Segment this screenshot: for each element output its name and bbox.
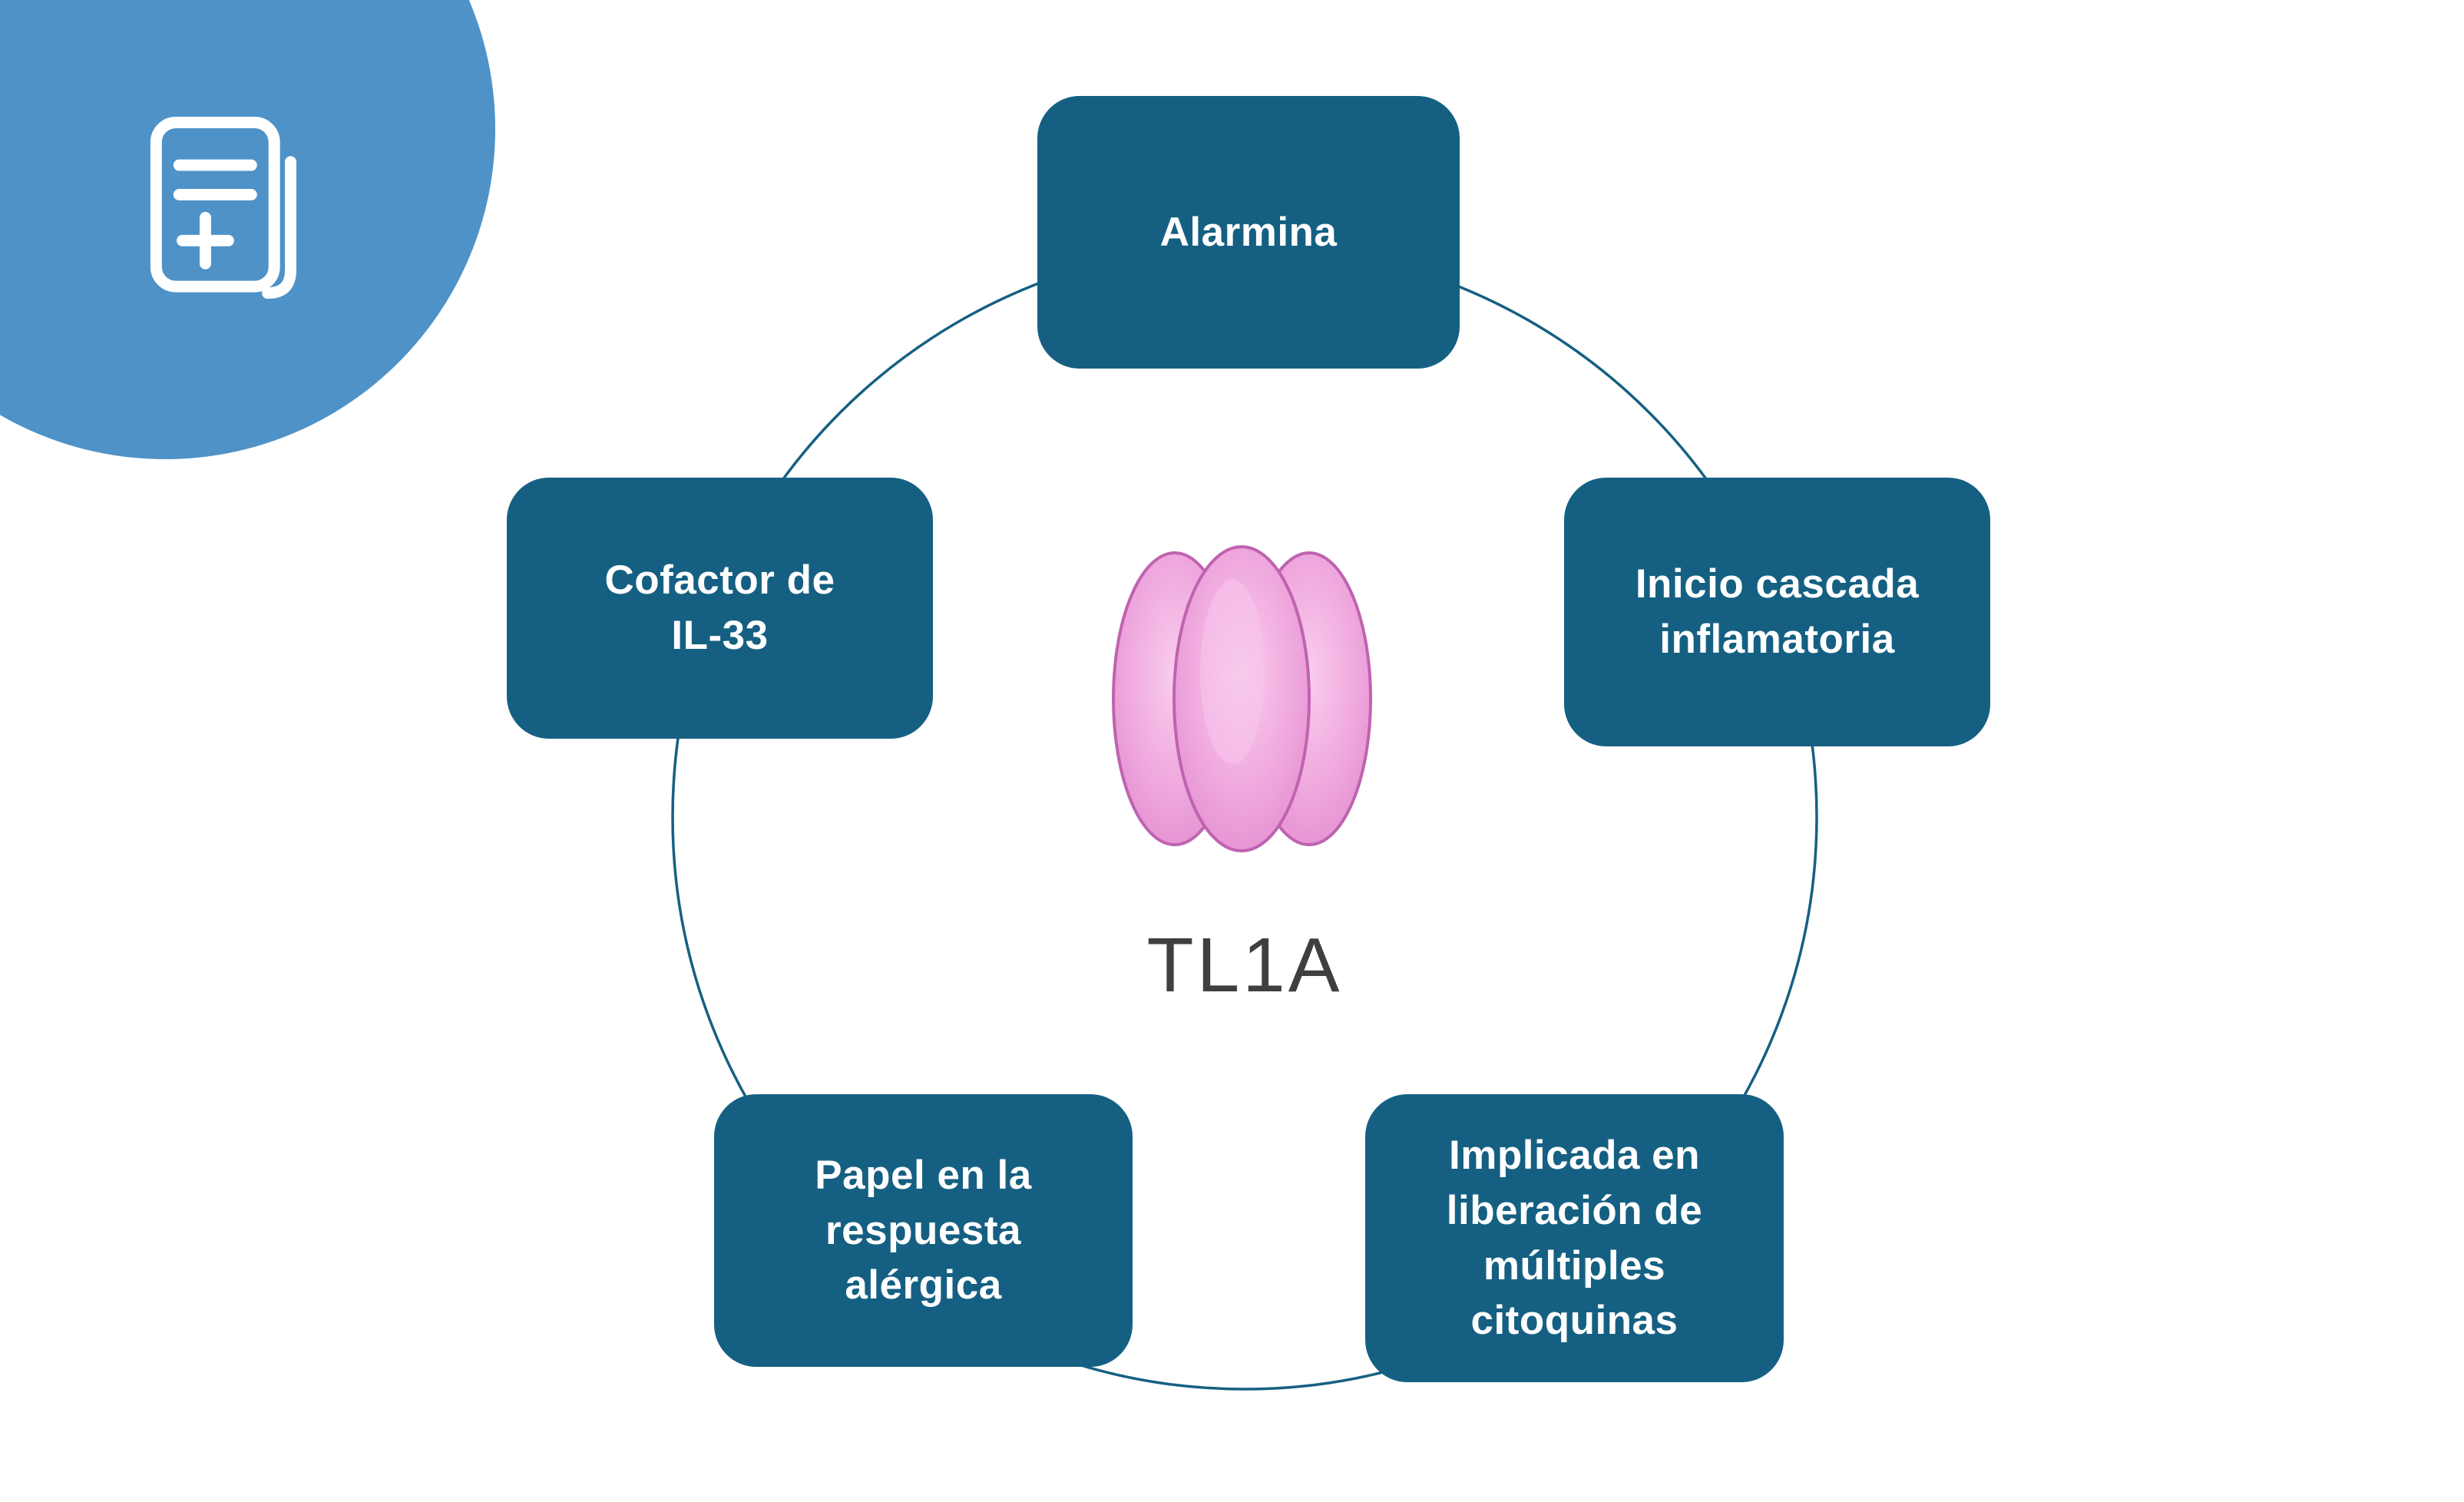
document-plus-icon (150, 117, 297, 299)
node-implicada-label: Implicada en liberación de múltiples cit… (1446, 1133, 1703, 1344)
node-papel-respuesta-alergica: Papel en la respuesta alérgica (714, 1094, 1133, 1367)
node-cofactor-il33: Cofactor de IL-33 (507, 478, 933, 739)
center-label: TL1A (1146, 922, 1343, 1008)
node-papel-label: Papel en la respuesta alérgica (815, 1153, 1032, 1308)
node-implicada-liberacion-citoquinas: Implicada en liberación de múltiples cit… (1365, 1094, 1784, 1382)
document-outline (150, 117, 280, 293)
page-curl (262, 156, 297, 299)
node-cofactor-label: Cofactor de IL-33 (604, 557, 835, 658)
protein-highlight (1200, 580, 1265, 764)
node-inicio-cascada-inflamatoria: Inicio cascada inflamatoria (1564, 478, 1990, 746)
node-inicio-label: Inicio cascada inflamatoria (1635, 561, 1920, 662)
node-alarmina: Alarmina (1037, 96, 1460, 369)
tl1a-protein-illustration (1112, 545, 1372, 852)
node-alarmina-label: Alarmina (1159, 209, 1338, 255)
